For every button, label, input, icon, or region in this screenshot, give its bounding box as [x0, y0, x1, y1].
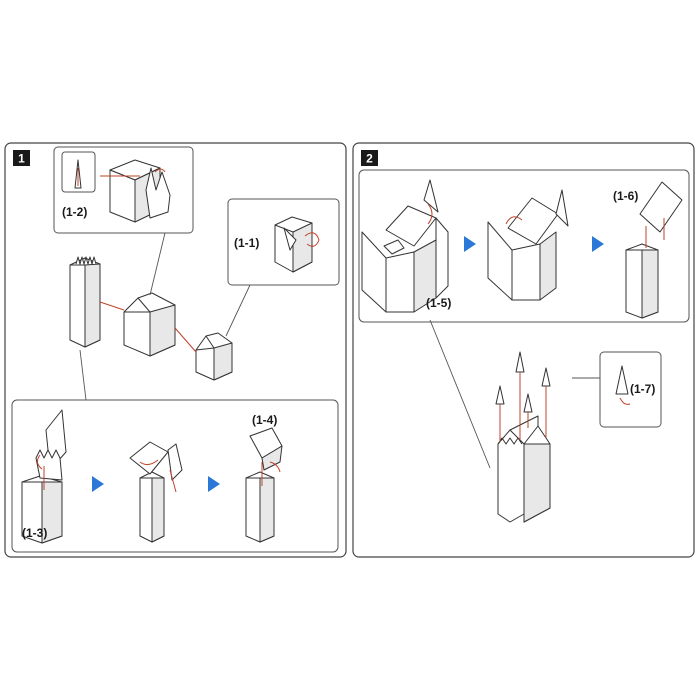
label-1-1: (1-1) — [234, 236, 259, 250]
step-1-number: 1 — [18, 152, 25, 166]
step-1-5-right-flap — [435, 217, 449, 299]
step-2-number: 2 — [366, 152, 373, 166]
sub-panel-1-5-1-6: (1-5) (1-6) — [358, 169, 690, 323]
label-1-4: (1-4) — [252, 413, 277, 427]
play-arrow-icon — [92, 476, 104, 492]
step-1-5-tab — [383, 239, 405, 255]
piece-flaps — [145, 167, 171, 219]
dome-fold — [283, 227, 297, 251]
play-arrow-icon — [208, 476, 220, 492]
step-mid-flap — [167, 443, 183, 481]
step-mid2-front — [511, 243, 541, 301]
label-1-7: (1-7) — [630, 382, 655, 396]
step-2-badge — [361, 150, 378, 166]
callout-1-7-box — [599, 351, 662, 428]
step-1-badge — [13, 150, 30, 166]
step-1-3-crenel — [35, 449, 63, 481]
step-1-5-spike — [423, 179, 439, 213]
step-2-panel: 2 (1-5) — [352, 142, 695, 558]
sub-panel-1-3-1-4: (1-3) (1-4) — [11, 399, 339, 553]
label-1-2: (1-2) — [62, 205, 87, 219]
final-left — [497, 429, 525, 523]
spike-detail — [615, 365, 629, 395]
label-1-6: (1-6) — [613, 189, 638, 203]
callout-1-2: (1-2) — [53, 146, 194, 234]
step-1-panel: 1 (1-2) (1-1) — [4, 142, 347, 558]
final-assembly — [429, 319, 551, 523]
step-1-5-front — [385, 251, 415, 313]
callout-1-7: (1-7) — [572, 351, 662, 428]
play-arrow-icon — [592, 236, 604, 252]
play-arrow-icon — [464, 236, 476, 252]
step-mid2-spike — [555, 189, 569, 227]
step-1-6-lid — [639, 181, 683, 233]
label-1-5: (1-5) — [426, 296, 451, 310]
label-1-3: (1-3) — [22, 526, 47, 540]
tower-crenel — [75, 256, 97, 265]
callout-1-1: (1-1) — [227, 198, 340, 286]
main-assembly — [69, 232, 251, 401]
